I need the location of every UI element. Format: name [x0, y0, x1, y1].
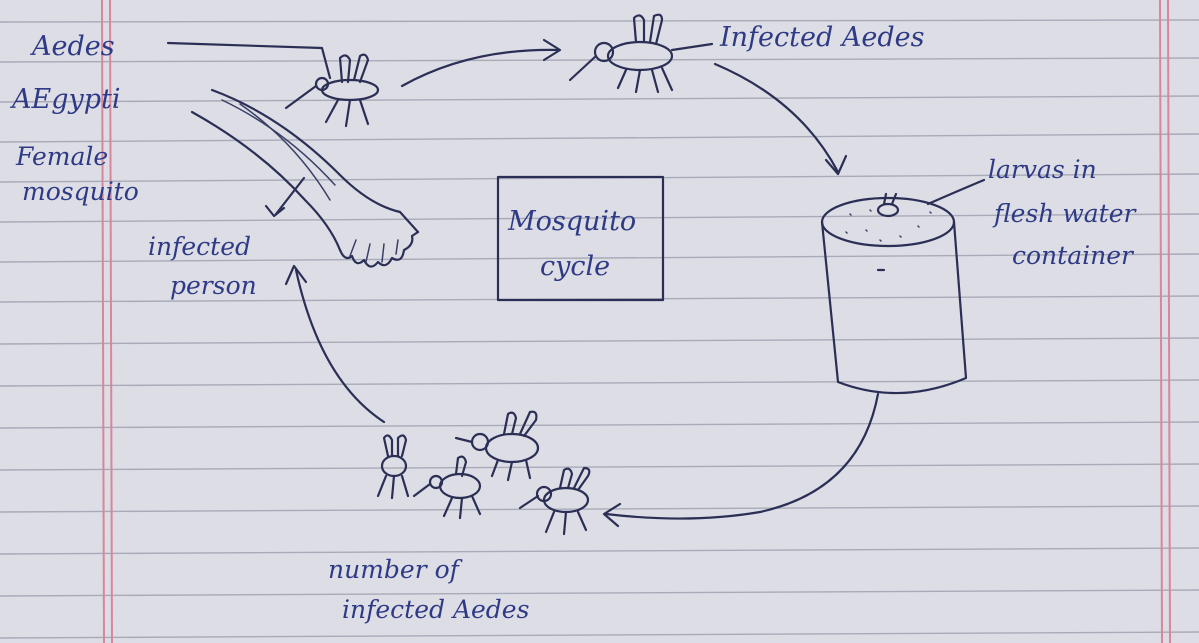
water-container-drawing: [820, 196, 968, 395]
label-aedes: Aedes: [29, 31, 115, 62]
arm-drawing: [190, 88, 420, 268]
title-line-1: Mosquito: [507, 206, 636, 237]
title-line-2: cycle: [540, 251, 610, 282]
pointer-line-aedes: [166, 41, 332, 80]
mosquito-on-arm-icon: [284, 53, 380, 128]
arrow-to-infected-group: [604, 392, 880, 520]
infected-aedes-mosquito-icon: [568, 13, 714, 94]
arrowhead-infected-group: [602, 502, 622, 528]
label-aegypti: AEgypti: [9, 84, 121, 115]
label-infected-person-1: infected: [148, 232, 251, 261]
arrow-to-infected-person-loop: [294, 268, 386, 424]
arrowhead-infected-aedes: [542, 38, 562, 62]
label-infected-aedes: Infected Aedes: [719, 22, 924, 53]
larva-icon: [876, 192, 900, 218]
arrow-to-container: [713, 62, 840, 174]
title-box: [496, 175, 665, 302]
label-infected-person-2: person: [170, 271, 257, 300]
label-female: Female: [15, 142, 108, 171]
pointer-line-larvae: [926, 178, 986, 206]
label-larvae-1: larvas in: [988, 155, 1097, 184]
margin-lines: [101, 0, 1171, 643]
arrow-to-infected-person: [274, 176, 306, 216]
arrow-to-infected-aedes: [400, 48, 560, 88]
label-infected-aedes-group: infected Aedes: [342, 595, 529, 624]
label-larvae-3: container: [1012, 241, 1135, 270]
arrowhead-infected-person-loop: [284, 264, 308, 286]
infected-mosquito-group-icon: [376, 410, 591, 536]
label-larvae-2: flesh water: [992, 199, 1137, 228]
label-mosquito: mosquito: [22, 177, 139, 206]
label-number-of: number of: [328, 555, 463, 584]
arrowhead-container: [824, 154, 848, 176]
ruled-lines: [0, 19, 1199, 639]
arrowhead-infected-person: [264, 204, 286, 218]
